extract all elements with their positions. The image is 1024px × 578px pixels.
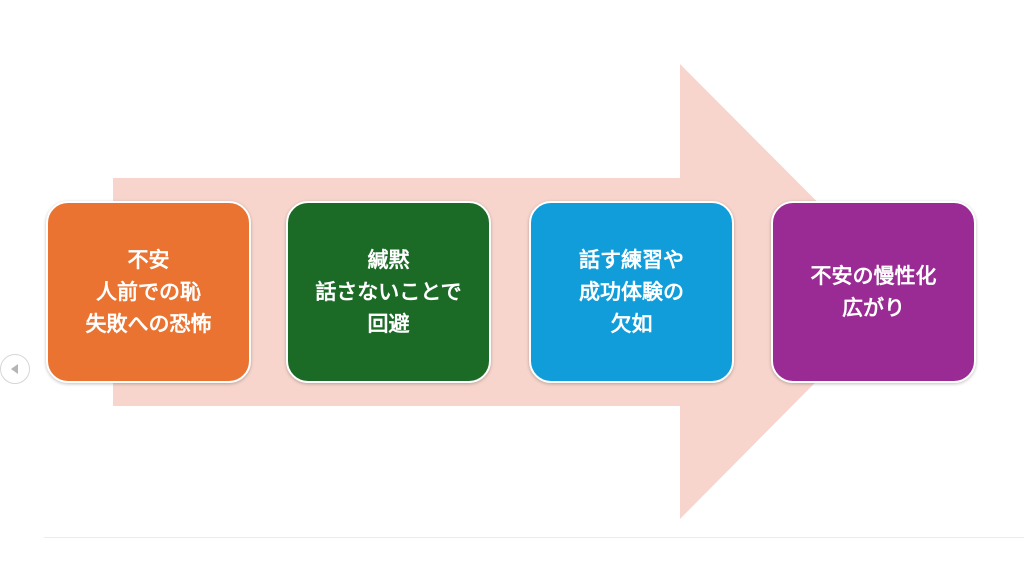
step-2-line-2: 話さないことで xyxy=(315,280,462,304)
step-3-line-3: 欠如 xyxy=(610,312,653,336)
step-4-line-2: 広がり xyxy=(842,296,905,320)
step-1-line-1: 不安 xyxy=(127,248,170,272)
step-box-4: 不安の慢性化 広がり xyxy=(771,201,976,383)
chevron-left-icon xyxy=(10,364,18,374)
step-2-line-1: 緘黙 xyxy=(367,248,410,272)
step-3-line-2: 成功体験の xyxy=(579,280,684,304)
step-box-1: 不安 人前での恥 失敗への恐怖 xyxy=(46,201,251,383)
bottom-divider xyxy=(44,537,1024,538)
step-box-2: 緘黙 話さないことで 回避 xyxy=(286,201,491,383)
step-3-line-1: 話す練習や xyxy=(579,248,684,272)
step-1-line-2: 人前での恥 xyxy=(96,280,201,304)
step-box-3: 話す練習や 成功体験の 欠如 xyxy=(529,201,734,383)
step-2-line-3: 回避 xyxy=(367,312,410,336)
prev-slide-button[interactable] xyxy=(0,354,30,384)
process-arrow-shape xyxy=(113,64,906,519)
step-1-line-3: 失敗への恐怖 xyxy=(85,312,212,336)
step-4-line-1: 不安の慢性化 xyxy=(810,264,937,288)
